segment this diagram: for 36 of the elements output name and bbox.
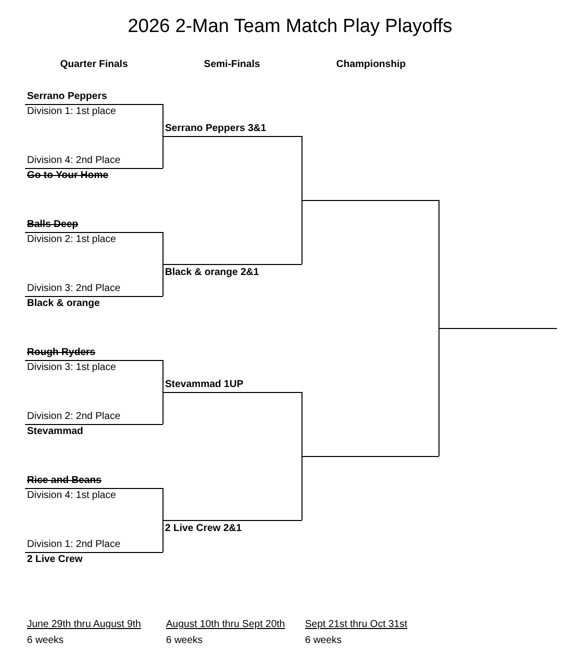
- duration-label: 6 weeks: [27, 635, 64, 647]
- column-heading: Championship: [336, 59, 406, 71]
- team-name: Rice and Beans: [27, 475, 102, 487]
- date-range: August 10th thru Sept 20th: [166, 619, 285, 631]
- team-name: 2 Live Crew: [27, 554, 83, 566]
- bracket-line: [162, 392, 164, 424]
- team-name: Serrano Peppers: [27, 91, 108, 103]
- match-result: Serrano Peppers 3&1: [165, 123, 266, 135]
- bracket-line: [162, 136, 164, 168]
- seed-label: Division 1: 2nd Place: [27, 539, 120, 551]
- date-range: June 29th thru August 9th: [27, 619, 141, 631]
- seed-label: Division 2: 2nd Place: [27, 411, 120, 423]
- duration-label: 6 weeks: [305, 635, 342, 647]
- bracket-line: [162, 232, 164, 264]
- seed-label: Division 1: 1st place: [27, 106, 116, 118]
- seed-label: Division 4: 2nd Place: [27, 155, 120, 167]
- seed-label: Division 3: 1st place: [27, 362, 116, 374]
- team-name: Stevammad: [27, 426, 84, 438]
- bracket-line: [438, 328, 440, 456]
- date-range: Sept 21st thru Oct 31st: [305, 619, 408, 631]
- team-name: Go to Your Home: [27, 170, 108, 182]
- seed-label: Division 4: 1st place: [27, 490, 116, 502]
- column-heading: Semi-Finals: [204, 59, 260, 71]
- match-result: Stevammad 1UP: [165, 379, 244, 391]
- match-result: 2 Live Crew 2&1: [165, 523, 242, 535]
- team-name: Rough Ryders: [27, 347, 96, 359]
- team-name: Balls Deep: [27, 219, 78, 231]
- title: 2026 2-Man Team Match Play Playoffs: [128, 15, 452, 38]
- seed-label: Division 3: 2nd Place: [27, 283, 120, 295]
- column-heading: Quarter Finals: [60, 59, 128, 71]
- team-name: Black & orange: [27, 298, 100, 310]
- bracket-line: [438, 200, 440, 328]
- match-result: Black & orange 2&1: [165, 267, 259, 279]
- bracket-line: [162, 488, 164, 520]
- duration-label: 6 weeks: [166, 635, 203, 647]
- seed-label: Division 2: 1st place: [27, 234, 116, 246]
